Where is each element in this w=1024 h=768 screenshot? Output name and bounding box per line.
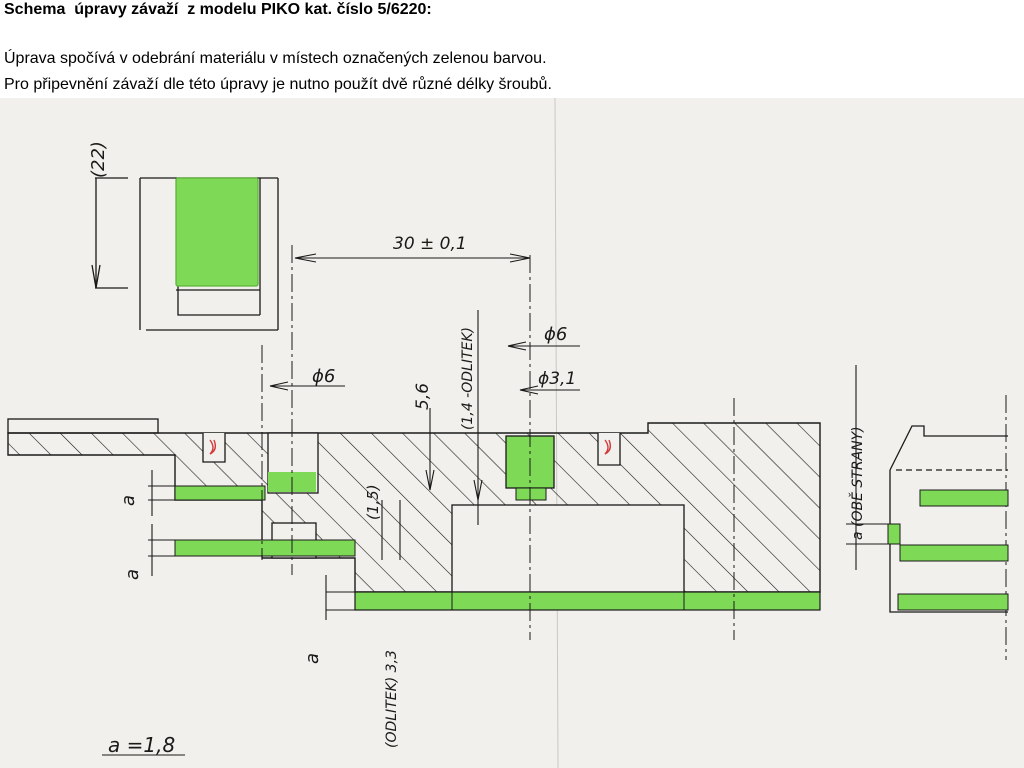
- drawing-sheet: (22) 30 ± 0,1 ϕ6 ϕ6 ϕ3,1 5,6 (1,4 -ODLIT…: [0, 98, 1024, 768]
- main-section: [7, 418, 821, 611]
- label-phi6-left: ϕ6: [312, 366, 335, 387]
- center-lines: [261, 245, 1007, 660]
- technical-drawing: (22) 30 ± 0,1 ϕ6 ϕ6 ϕ3,1 5,6 (1,4 -ODLIT…: [7, 98, 1009, 768]
- description-line-2: Pro připevnění závaží dle této úpravy je…: [4, 76, 552, 93]
- label-a-3: a: [302, 653, 323, 664]
- label-a-2: a: [122, 569, 143, 580]
- label-a-both-sides: a (OBĚ STRANY): [848, 426, 866, 540]
- label-dim-30: 30 ± 0,1: [393, 234, 467, 254]
- label-dim-14: (1,4 -ODLITEK): [460, 327, 476, 430]
- detail-right: [887, 425, 1009, 613]
- label-phi6-right: ϕ6: [544, 324, 567, 345]
- label-a-1: a: [118, 495, 139, 506]
- description: Úprava spočívá v odebrání materiálu v mí…: [4, 46, 552, 98]
- description-line-1: Úprava spočívá v odebrání materiálu v mí…: [4, 50, 547, 67]
- detail-22: [91, 177, 279, 331]
- dimension-labels: (22) 30 ± 0,1 ϕ6 ϕ6 ϕ3,1 5,6 (1,4 -ODLIT…: [88, 141, 866, 757]
- dimension-lines: [102, 253, 890, 756]
- label-dim-56: 5,6: [413, 383, 433, 410]
- legend-a: a =1,8: [108, 733, 175, 757]
- label-dim-15: (1,5): [364, 484, 382, 520]
- page-title: Schema úpravy závaží z modelu PIKO kat. …: [4, 1, 432, 18]
- label-dim-33: (ODLITEK) 3,3: [384, 650, 400, 748]
- label-phi31: ϕ3,1: [538, 369, 576, 389]
- label-dim-22: (22): [88, 141, 109, 178]
